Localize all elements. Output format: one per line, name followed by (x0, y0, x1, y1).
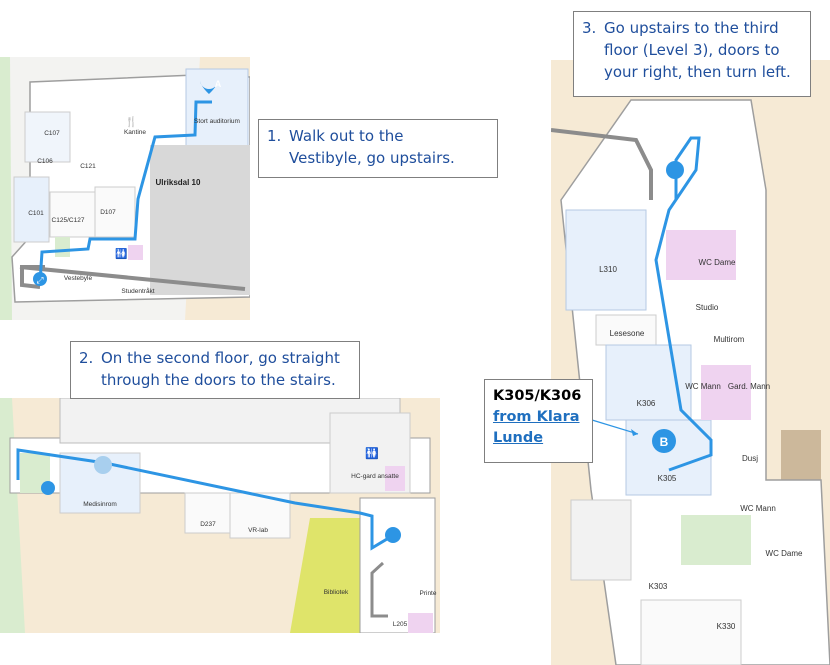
label-wc-mann-1: WC Mann (685, 382, 721, 391)
step-3-line-2: floor (Level 3), doors to (604, 41, 780, 59)
step-1-line-1: Walk out to the (289, 127, 404, 145)
label-k305: K305 (658, 474, 677, 483)
svg-text:⤢: ⤢ (35, 275, 43, 285)
label-l310: L310 (599, 265, 617, 274)
label-k306: K306 (637, 399, 656, 408)
step-1-callout: 1. Walk out to the Vestibyle, go upstairs… (258, 119, 498, 178)
label-gard-mann: Gard. Mann (728, 382, 770, 391)
label-medisinrom: Medisinrom (83, 501, 117, 508)
label-studio: Studio (696, 303, 719, 312)
label-c121: C121 (80, 163, 96, 170)
label-c101: C101 (28, 210, 44, 217)
restaurant-icon: 🍴 (125, 115, 137, 128)
step-1-number: 1. (267, 127, 282, 145)
marker-a: A (215, 79, 222, 89)
room-code: K305/K306 (493, 388, 582, 404)
label-hc-gard: HC-gard ansatte (351, 473, 399, 480)
step-2-line-1: On the second floor, go straight (101, 349, 340, 367)
label-c107: C107 (44, 130, 60, 137)
step-3-number: 3. (582, 19, 597, 37)
label-stort-auditorium: Stort auditorium (194, 118, 240, 125)
label-wc-dame-2: WC Dame (766, 549, 803, 558)
label-d107: D107 (100, 209, 116, 216)
label-k330: K330 (717, 622, 736, 631)
step-3-callout: 3. Go upstairs to the third floor (Level … (573, 11, 811, 97)
label-studentrakt: Studentråkt (121, 287, 154, 295)
map-third-floor: B L310 WC Dame Studio Lesesone Multirom … (551, 60, 830, 665)
map-second-floor: HC-gard ansatte Medisinrom D237 VR-lab B… (0, 398, 440, 633)
pointer-arrow (591, 419, 639, 436)
map-ground-floor: ⤢ A C107 Kantine Stort auditorium C106 C… (0, 57, 250, 320)
label-wc-mann-2: WC Mann (740, 504, 776, 513)
step-2-number: 2. (79, 349, 94, 367)
label-vr-lab: VR-lab (248, 527, 268, 534)
label-kantine: Kantine (124, 129, 146, 136)
source-link-line-2[interactable]: Lunde (493, 430, 544, 446)
source-link-line-1[interactable]: from Klara (493, 409, 580, 425)
label-dusj: Dusj (742, 454, 758, 463)
step-3-line-1: Go upstairs to the third (604, 19, 779, 37)
label-vestebyle: Vestebyle (64, 275, 93, 282)
marker-b: B (660, 435, 669, 449)
label-lesesone: Lesesone (610, 329, 645, 338)
step-2-line-2: through the doors to the stairs. (101, 371, 336, 389)
label-l205: L205 (393, 621, 408, 628)
step-3-line-3: your right, then turn left. (604, 63, 791, 81)
toilet-icon: 🚻 (365, 447, 379, 460)
label-wc-dame-1: WC Dame (699, 258, 736, 267)
step-2-callout: 2. On the second floor, go straight throu… (70, 341, 360, 399)
room-reference-box: K305/K306 from Klara Lunde (484, 379, 593, 463)
label-d237: D237 (200, 521, 216, 528)
label-c125: C125/C127 (52, 217, 85, 224)
toilet-icon: 🚻 (115, 247, 127, 260)
label-multirom: Multirom (714, 335, 745, 344)
label-c106: C106 (37, 158, 53, 165)
label-printe: Printe (420, 590, 437, 597)
label-bibliotek: Bibliotek (324, 589, 349, 596)
label-k303: K303 (649, 582, 668, 591)
step-1-line-2: Vestibyle, go upstairs. (289, 149, 455, 167)
label-ulriksdal: Ulriksdal 10 (156, 178, 201, 187)
